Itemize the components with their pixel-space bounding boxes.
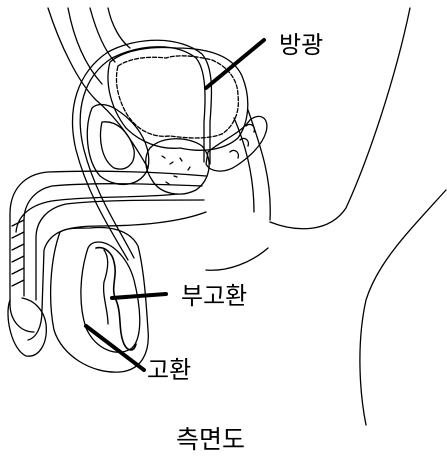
- testis-leader-line: [86, 326, 144, 370]
- perineum-line: [206, 248, 268, 270]
- prostate-texture: [162, 156, 190, 184]
- penis-lower-outline: [28, 212, 206, 340]
- label-epididymis: 부고환: [181, 284, 247, 308]
- epididymis-leader-line: [112, 294, 166, 298]
- bladder-shape: [108, 48, 248, 151]
- abdomen-line-3: [90, 8, 115, 62]
- label-testis: 고환: [147, 358, 191, 382]
- scrotum: [51, 228, 149, 373]
- abdomen-line-4: [108, 8, 130, 48]
- corpus-striations: [12, 220, 24, 286]
- diagram-caption: 측면도: [176, 427, 245, 452]
- label-bladder: 방광: [279, 33, 323, 57]
- pubic-bone-inner: [101, 122, 135, 169]
- glans: [8, 298, 46, 356]
- epididymis-inner: [104, 250, 108, 324]
- abdomen-line-2: [68, 8, 102, 84]
- penis-shaft-inner-2: [36, 200, 204, 300]
- thigh-outline: [360, 190, 446, 425]
